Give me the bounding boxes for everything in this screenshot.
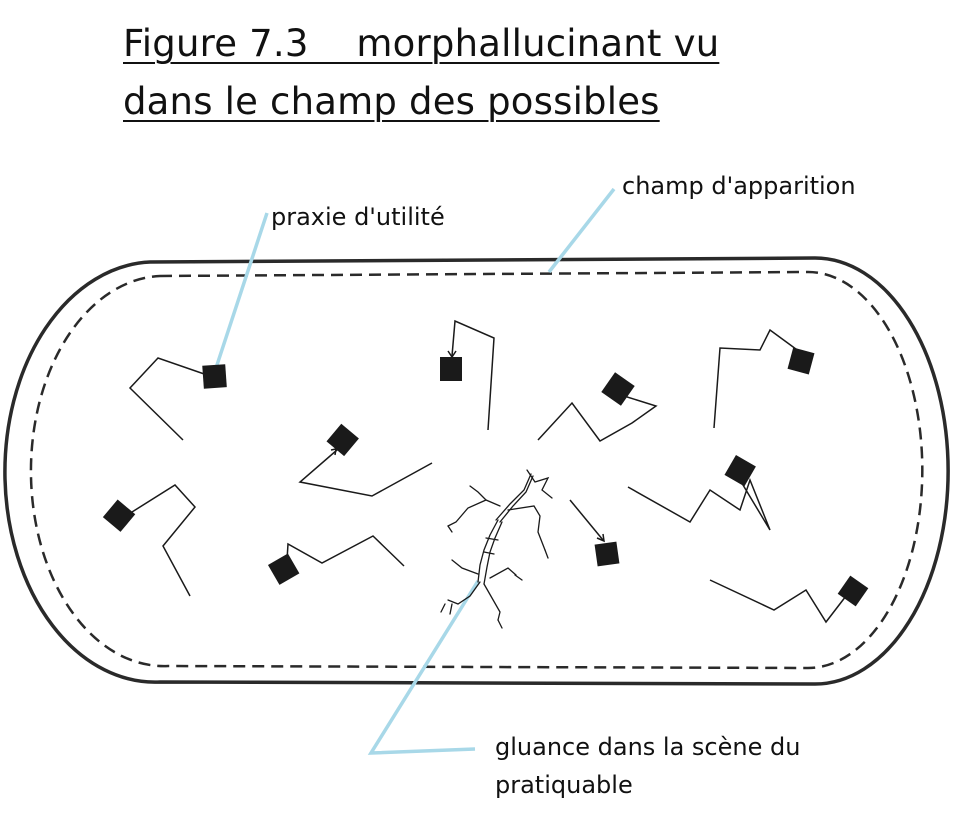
leader-gluance xyxy=(367,580,480,755)
figure-icon xyxy=(440,469,553,629)
label-gluance-line-2: pratiquable xyxy=(495,771,633,799)
title-line-2: dans le champ des possibles xyxy=(123,80,660,123)
label-gluance-line-1: gluance dans la scène du xyxy=(495,733,801,761)
field-inner-dashed-boundary xyxy=(29,270,924,670)
praxis-group-1 xyxy=(128,357,227,441)
label-champ: champ d'apparition xyxy=(622,172,856,200)
title-line-1: Figure 7.3 morphallucinant vu xyxy=(123,22,720,65)
praxis-group-5 xyxy=(298,423,433,497)
field-outer-boundary xyxy=(3,256,950,686)
praxis-group-10 xyxy=(709,575,869,624)
label-praxie: praxie d'utilité xyxy=(271,203,445,231)
praxis-group-4 xyxy=(537,372,658,442)
leader-praxie xyxy=(214,212,269,369)
praxis-group-6 xyxy=(102,484,196,597)
praxis-group-7 xyxy=(267,535,405,585)
praxis-group-8 xyxy=(569,499,620,567)
praxis-group-2 xyxy=(440,319,495,431)
leader-champ xyxy=(547,187,616,274)
praxis-group-9 xyxy=(627,454,771,531)
praxis-group-3 xyxy=(713,328,815,429)
